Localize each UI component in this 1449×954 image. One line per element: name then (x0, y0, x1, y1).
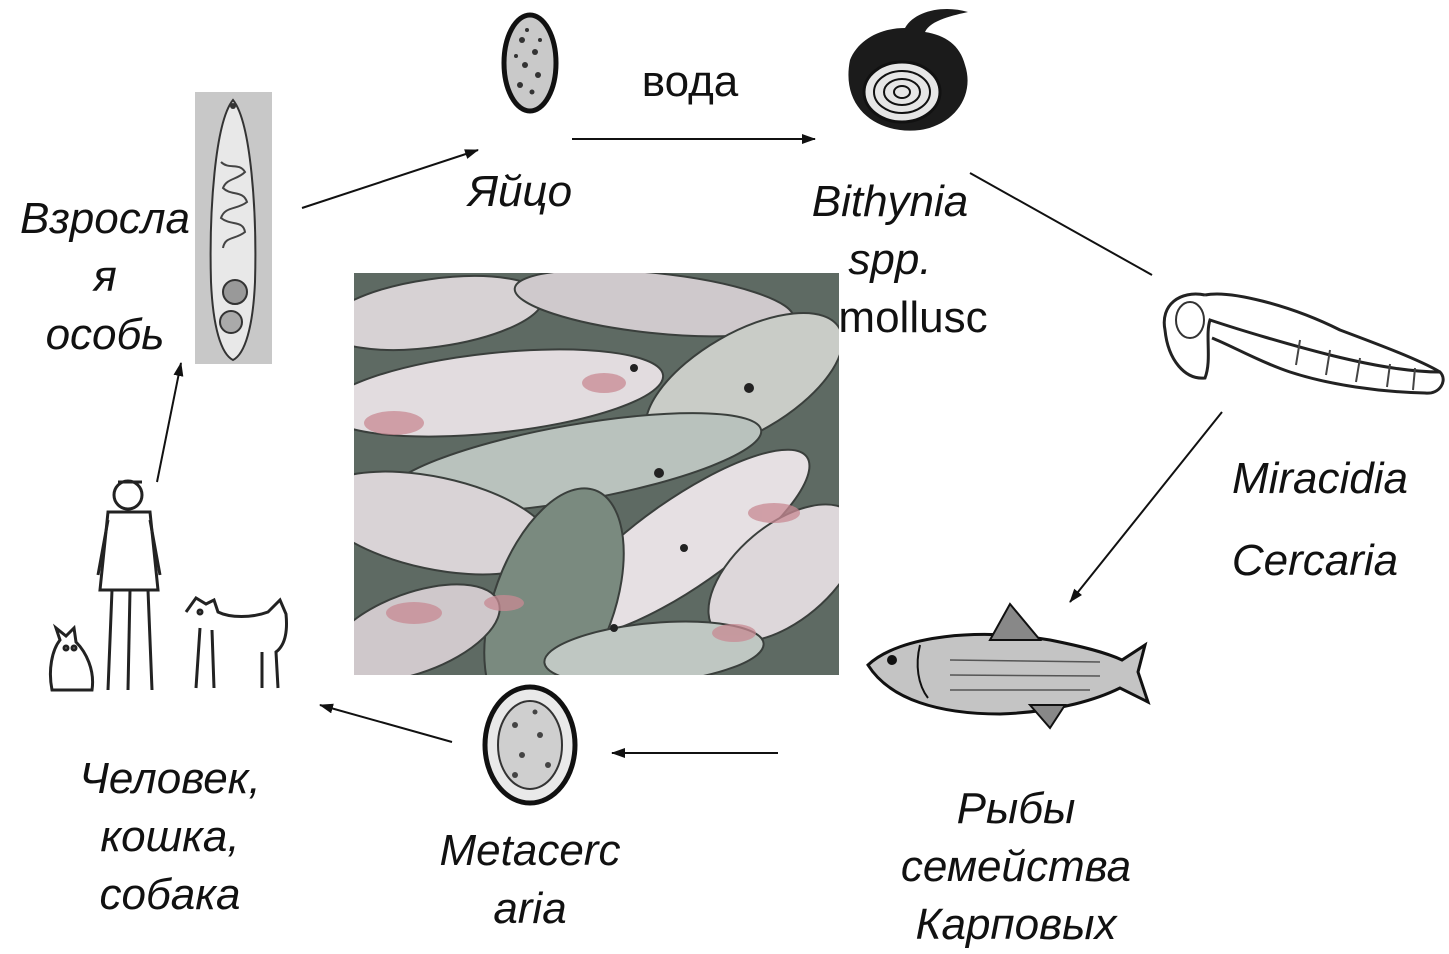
fish-label: Рыбы семейства Карповых (866, 780, 1166, 954)
snail-label-line2: spp. (785, 231, 995, 289)
water-edge-label: вода (610, 53, 770, 111)
snail-label-line3-clip: mollusc (839, 285, 999, 345)
adult-label: Взросла я особь (0, 190, 210, 364)
cercaria-label: Cercaria (1200, 532, 1430, 590)
egg-label: Яйцо (440, 163, 600, 221)
hosts-label: Человек, кошка, собака (50, 750, 290, 924)
miracidia-label: Miracidia (1205, 450, 1435, 508)
snail-label-line3: mollusc (839, 289, 999, 345)
snail-label-line1: Bithynia (785, 173, 995, 231)
metacercaria-label: Metacerc aria (410, 822, 650, 938)
